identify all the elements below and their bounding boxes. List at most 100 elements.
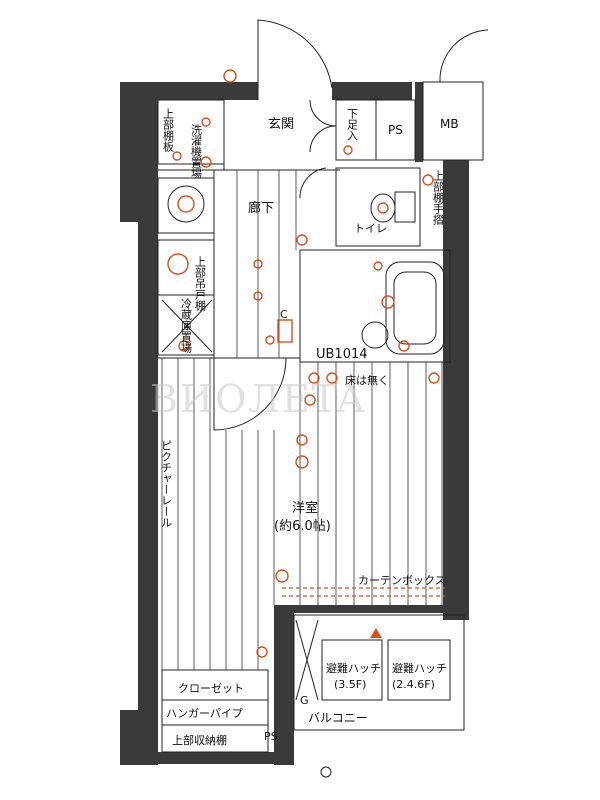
- label-balcony: バルコニー: [308, 711, 368, 725]
- label-ps-bottom: PS: [264, 730, 278, 743]
- bath-fan-icon: [373, 261, 383, 271]
- toilet-tank-icon: [394, 191, 416, 223]
- entrance-switch-icon: [343, 145, 353, 155]
- wall-bottom: [158, 752, 278, 764]
- label-toilet: トイレ: [354, 222, 387, 235]
- corridor-outlet-icon: [296, 234, 308, 246]
- doors: [213, 19, 489, 431]
- toilet-outlet-icon: [422, 174, 434, 186]
- corridor-light-icon: [253, 259, 263, 269]
- wall-left-upper: [120, 82, 158, 222]
- ps-outline: [375, 99, 416, 161]
- label-hatch-right: 避難ハッチ: [392, 661, 447, 675]
- room-labels: 玄関 廊下 トイレ PS MB UB1014 洋室 (約6.0帖) カーテンボッ…: [166, 117, 459, 747]
- toilet-outline: [335, 167, 421, 247]
- room-ac-outlet-icon: [275, 569, 289, 583]
- room-switch-icon: [296, 434, 308, 446]
- toilet-bowl-icon: [370, 193, 396, 223]
- laundry-fixture: [167, 156, 212, 275]
- neighbor-door-swing: [439, 29, 489, 83]
- wall-left-lower: [138, 222, 158, 762]
- label-shoe-box: 下足入: [346, 108, 359, 141]
- toilet-fixture: [370, 191, 416, 223]
- bathtub-inner-icon: [393, 271, 437, 345]
- label-upper-shelf-right: 上部棚手摺: [432, 170, 445, 226]
- shelf-light-icon: [172, 151, 182, 161]
- fridge-outlet-icon: [178, 340, 190, 352]
- corridor-light-icon: [253, 291, 263, 301]
- washer-drain-icon: [177, 195, 195, 213]
- label-hanger-pipe: ハンガーパイプ: [166, 707, 243, 720]
- room-outlet-icon: [308, 372, 320, 384]
- hatch-left-outline: [321, 639, 383, 701]
- hatch-right-outline: [387, 639, 451, 701]
- label-upper-cupboard: 上部吊戸棚: [194, 256, 207, 312]
- watermark: ВИОЛETA: [150, 377, 366, 421]
- wall-right: [443, 160, 469, 620]
- walls: [120, 82, 469, 765]
- label-closet: クローゼット: [178, 682, 244, 695]
- fridge-cross: [161, 299, 213, 353]
- entrance-light-icon: [223, 69, 237, 83]
- bath-light-icon: [381, 295, 395, 309]
- room-outlet-icon: [428, 372, 440, 384]
- wall-window-sill: [294, 605, 464, 613]
- label-corridor: 廊下: [248, 200, 274, 216]
- room-door-swing: [213, 357, 287, 431]
- label-c-mark: C: [280, 308, 288, 321]
- control-panel-icon: [277, 319, 293, 343]
- mb-outline: [422, 81, 484, 161]
- label-hatch-left: 避難ハッチ: [326, 661, 381, 675]
- bath-fixtures: [361, 261, 445, 355]
- label-g-mark: G: [300, 694, 309, 707]
- label-upper-shelf-left: 上部棚板: [162, 108, 175, 153]
- interior-walls: [157, 81, 484, 753]
- closet-outline: [161, 669, 269, 753]
- label-fridge: 冷蔵庫置場: [180, 298, 193, 354]
- wall-balcony-left: [274, 605, 294, 765]
- hatch-diagonal: [295, 619, 319, 701]
- washer-icon: [167, 185, 205, 223]
- bath-outline: [299, 249, 451, 363]
- room-switch-icon: [304, 394, 316, 406]
- label-hatch-right-floor: (2.4.6F): [392, 678, 435, 691]
- entrance-door-swing: [257, 19, 333, 100]
- bathtub-icon: [385, 261, 445, 355]
- room-ceiling-light-icon: [295, 455, 309, 469]
- label-curtain-box: カーテンボックス: [358, 574, 446, 587]
- toilet-door-swing: [299, 167, 327, 199]
- room-outlet-icon: [326, 372, 338, 384]
- label-unit-bath: UB1014: [316, 347, 368, 362]
- balcony-marker-icon: [370, 628, 382, 638]
- wall-top-left: [158, 82, 258, 100]
- curtain-box: [282, 587, 445, 597]
- wall-top-right: [332, 82, 412, 100]
- balcony-drain-icon: [320, 766, 332, 778]
- label-mb: MB: [440, 117, 459, 131]
- label-western-room-size: (約6.0帖): [274, 519, 331, 534]
- corridor-switch-icon: [265, 335, 275, 345]
- toilet-light-icon: [377, 202, 389, 214]
- balcony-outline: [293, 614, 465, 731]
- label-floor-note: 床は無く: [345, 373, 389, 387]
- wall-left-bottom: [120, 710, 158, 765]
- label-ps-top: PS: [388, 123, 403, 137]
- label-entrance: 玄関: [268, 117, 294, 132]
- cupboard-light-icon: [167, 253, 189, 275]
- bath-outlet-icon: [398, 340, 410, 352]
- label-hatch-left-floor: (3.5F): [334, 678, 366, 691]
- electrical-fixtures: [172, 69, 440, 778]
- closet-outlet-icon: [256, 646, 268, 658]
- vertical-labels: 洗濯機置場 上部棚板 上部棚手摺 下足入 上部吊戸棚 冷蔵庫置場 ピクチャーレー…: [160, 108, 445, 528]
- washbasin-icon: [361, 321, 389, 349]
- wall-mb-left: [415, 82, 423, 162]
- corridor-flooring: [236, 170, 297, 358]
- label-picture-rail: ピクチャーレール: [160, 440, 173, 528]
- shoe-door-swing: [309, 99, 337, 153]
- label-washer: 洗濯機置場: [190, 124, 203, 180]
- label-western-room: 洋室: [292, 500, 318, 516]
- label-upper-storage: 上部収納棚: [172, 733, 227, 747]
- room-flooring: [161, 358, 443, 670]
- washer-light-icon: [201, 117, 211, 127]
